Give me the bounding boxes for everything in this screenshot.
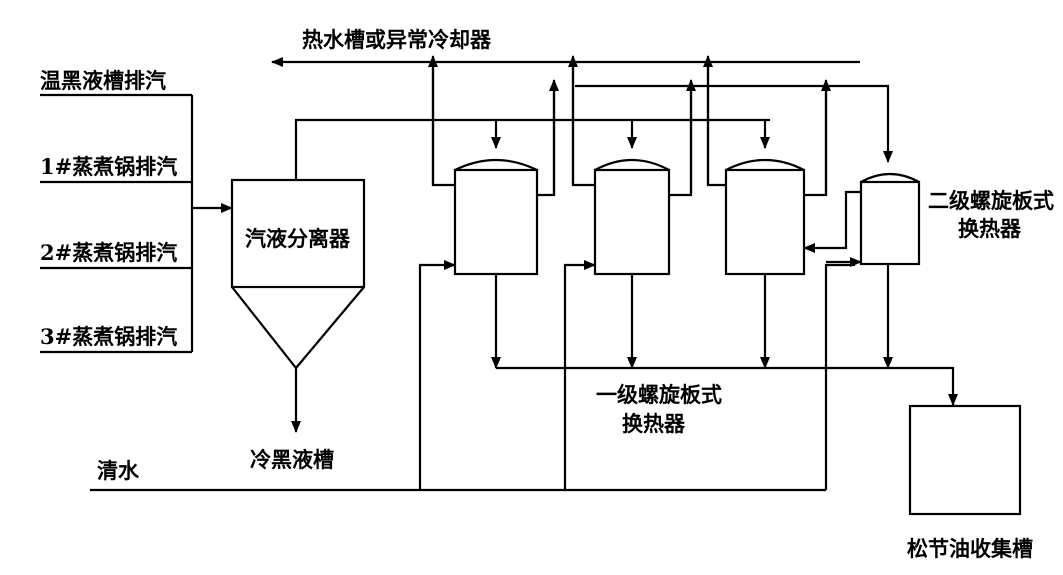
stage2-exchanger bbox=[575, 84, 921, 369]
label-hot-water-tank: 热水槽或异常冷却器 bbox=[302, 27, 492, 52]
stage1-exchanger-c bbox=[703, 55, 855, 490]
exhaust-inlet-lines bbox=[40, 93, 233, 354]
label-cold-black-liquor-tank: 冷黑液槽 bbox=[250, 447, 334, 472]
label-digester2-exhaust: 2#蒸煮锅排汽 bbox=[40, 240, 177, 265]
label-warm-black-liquor-exhaust: 温黑液槽排汽 bbox=[40, 68, 166, 93]
label-stage2-line1: 二级螺旋板式 bbox=[928, 188, 1054, 213]
label-stage1-line1: 一级螺旋板式 bbox=[596, 382, 722, 407]
label-stage1-line2: 换热器 bbox=[622, 411, 686, 436]
label-digester1-exhaust: 1#蒸煮锅排汽 bbox=[40, 154, 177, 179]
condensate-header bbox=[496, 366, 958, 406]
label-separator: 汽液分离器 bbox=[245, 226, 351, 251]
vapor-liquid-separator bbox=[230, 118, 770, 433]
label-stage2-line2: 换热器 bbox=[958, 216, 1022, 241]
label-turpentine-tank: 松节油收集槽 bbox=[907, 536, 1033, 561]
label-clean-water: 清水 bbox=[97, 458, 140, 483]
stage1-exchanger-a bbox=[418, 55, 559, 490]
stage1-exchanger-b bbox=[563, 55, 696, 490]
label-digester3-exhaust: 3#蒸煮锅排汽 bbox=[40, 324, 177, 349]
turpentine-collection-tank bbox=[908, 404, 1022, 516]
